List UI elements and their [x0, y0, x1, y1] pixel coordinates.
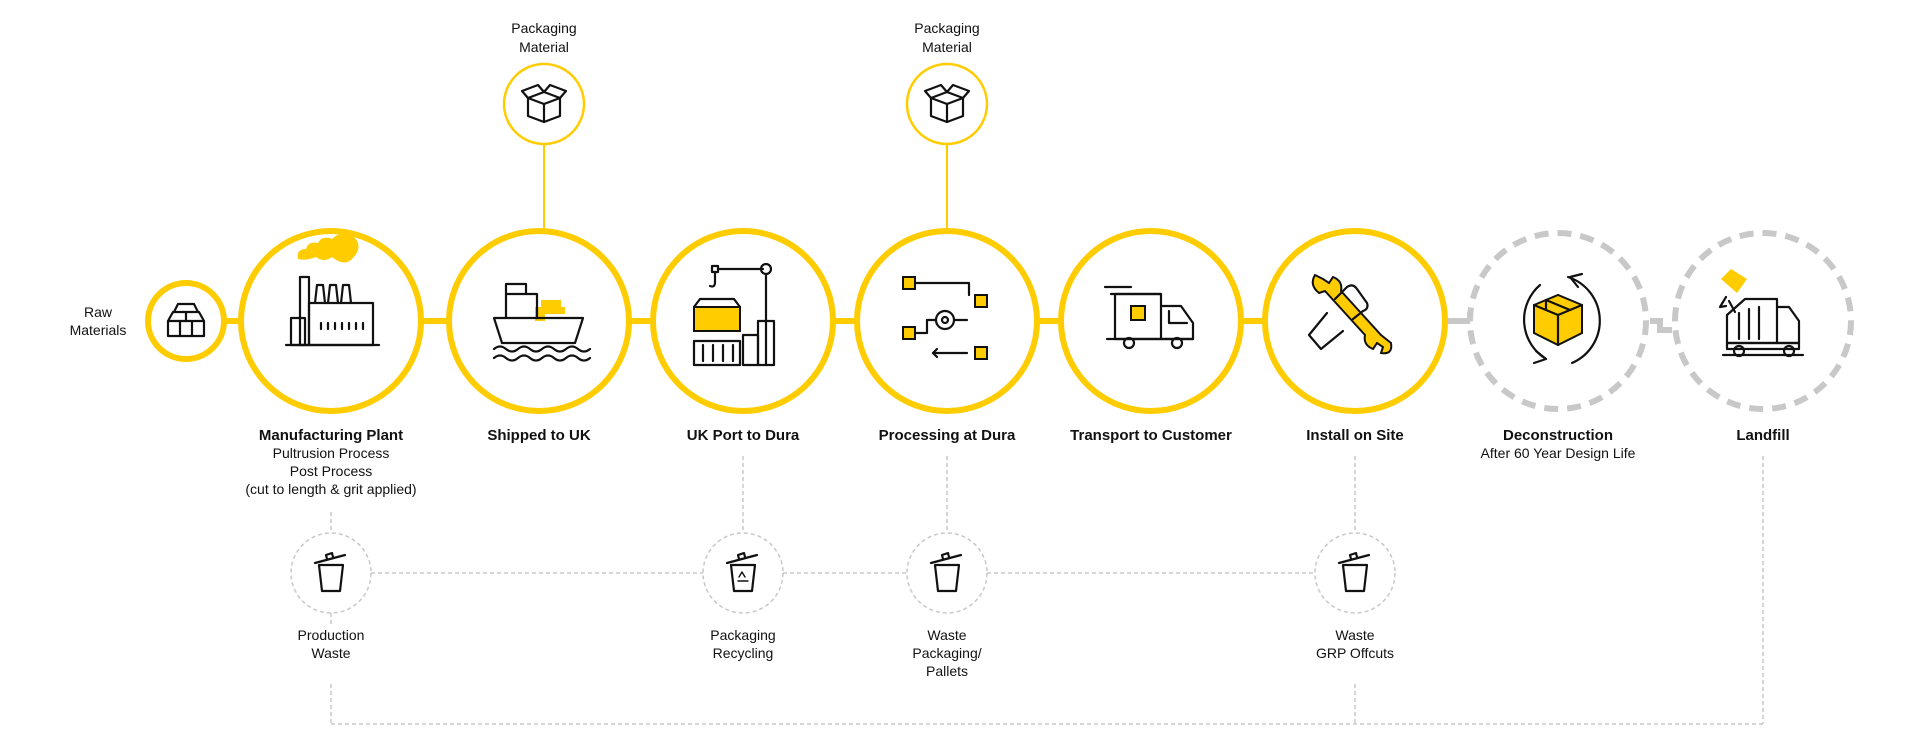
- stage-subtitle: Pultrusion Process: [273, 445, 390, 461]
- raw-materials-label-line2: Materials: [70, 322, 127, 338]
- stage-install-on-site: Install on Site: [1262, 228, 1448, 444]
- waste-label: Packaging: [710, 627, 775, 643]
- stage-subtitle: Post Process: [290, 463, 372, 479]
- port-crane-icon: [692, 262, 776, 367]
- waste-label: Waste: [927, 627, 966, 643]
- stage-title: Processing at Dura: [879, 427, 1016, 444]
- waste-label: Pallets: [926, 663, 968, 679]
- stage-subtitle: (cut to length & grit applied): [245, 481, 416, 497]
- waste-label: Packaging/: [912, 645, 981, 661]
- waste-production: Production Waste: [290, 532, 372, 661]
- stage-title: Install on Site: [1306, 427, 1404, 444]
- cargo-ship-icon: [492, 282, 592, 362]
- waste-packaging-recycling: Packaging Recycling: [702, 532, 784, 661]
- stage-title: Landfill: [1736, 427, 1789, 444]
- stage-title: UK Port to Dura: [687, 427, 800, 444]
- waste-packaging-pallets: Waste Packaging/ Pallets: [906, 532, 988, 679]
- stage-shipped-to-uk: Shipped to UK: [446, 228, 632, 444]
- raw-materials-label-line1: Raw: [84, 304, 113, 320]
- recycle-box-icon: [1523, 272, 1601, 365]
- delivery-truck-icon: [1103, 285, 1195, 350]
- stage-uk-port-to-dura: UK Port to Dura: [650, 228, 836, 444]
- main-connector: [226, 144, 1263, 324]
- waste-label: Waste: [311, 645, 350, 661]
- packaging-input-1: Packaging Material: [502, 20, 586, 146]
- process-flow-icon: [902, 276, 988, 360]
- packaging-label: Packaging: [914, 20, 979, 36]
- waste-grp-offcuts: Waste GRP Offcuts: [1314, 532, 1396, 661]
- garbage-truck-icon: [1718, 269, 1805, 358]
- recycle-bin-icon: [725, 551, 759, 593]
- waste-connectors: [330, 456, 1764, 725]
- bin-icon: [929, 551, 963, 593]
- stage-processing-at-dura: Processing at Dura: [854, 228, 1040, 444]
- open-box-icon: [923, 83, 971, 124]
- waste-label: Waste: [1335, 627, 1374, 643]
- bin-icon: [313, 551, 347, 593]
- stage-landfill: Landfill: [1672, 230, 1854, 444]
- stage-title: Manufacturing Plant: [259, 427, 403, 444]
- packaging-label: Packaging: [511, 20, 576, 36]
- stacked-bricks-icon: [166, 302, 206, 338]
- waste-label: Recycling: [713, 645, 774, 661]
- stage-title: Transport to Customer: [1070, 427, 1232, 444]
- wrench-hand-icon: [1307, 273, 1393, 355]
- stage-manufacturing-plant: Manufacturing Plant Pultrusion Process P…: [238, 228, 424, 497]
- stage-transport-to-customer: Transport to Customer: [1058, 228, 1244, 444]
- stage-title: Shipped to UK: [487, 427, 590, 444]
- packaging-label: Material: [922, 39, 972, 55]
- factory-icon: [284, 233, 381, 347]
- bin-icon: [1337, 551, 1371, 593]
- stage-subtitle: After 60 Year Design Life: [1481, 445, 1636, 461]
- open-box-icon: [520, 83, 568, 124]
- stage-title: Deconstruction: [1503, 427, 1613, 444]
- packaging-label: Material: [519, 39, 569, 55]
- packaging-input-2: Packaging Material: [905, 20, 989, 146]
- raw-materials-node: Raw Materials: [70, 280, 227, 362]
- waste-label: GRP Offcuts: [1316, 645, 1394, 661]
- stage-deconstruction: Deconstruction After 60 Year Design Life: [1467, 230, 1649, 461]
- waste-label: Production: [298, 627, 365, 643]
